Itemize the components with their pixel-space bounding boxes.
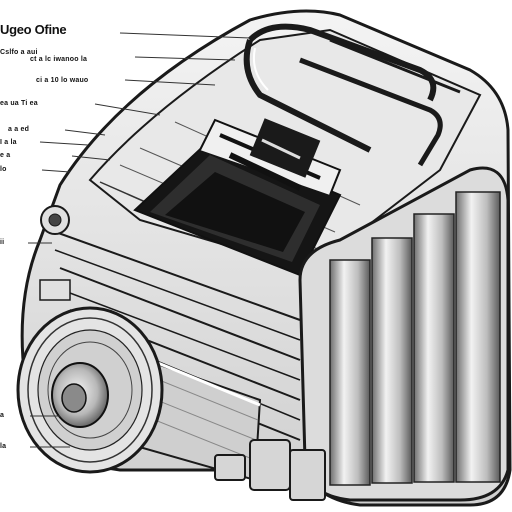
callout-label: a xyxy=(0,412,5,419)
open-compartment xyxy=(133,118,342,277)
radiator-grille xyxy=(298,166,510,502)
callout-label: la xyxy=(0,443,7,450)
callout-label: lo xyxy=(0,166,7,173)
callout-label: e a xyxy=(0,152,11,159)
callout-label: ct a lc iwanoo la xyxy=(30,56,88,63)
callout-label: I a la xyxy=(0,139,17,146)
callout-label: ii xyxy=(0,239,5,246)
callout-label: ci a 10 lo wauo xyxy=(36,77,89,84)
callout-label: a a ed xyxy=(8,126,30,133)
diagram-title: Ugeo Ofine xyxy=(0,22,67,37)
carry-handle xyxy=(243,23,461,167)
front-wheel-disc xyxy=(16,306,164,474)
leader-lines xyxy=(28,32,251,448)
callout-label: Cslfo a aui xyxy=(0,49,38,56)
base-fittings xyxy=(214,439,326,501)
callout-label: ea ua Ti ea xyxy=(0,100,38,107)
left-side-mechanism xyxy=(39,205,71,301)
